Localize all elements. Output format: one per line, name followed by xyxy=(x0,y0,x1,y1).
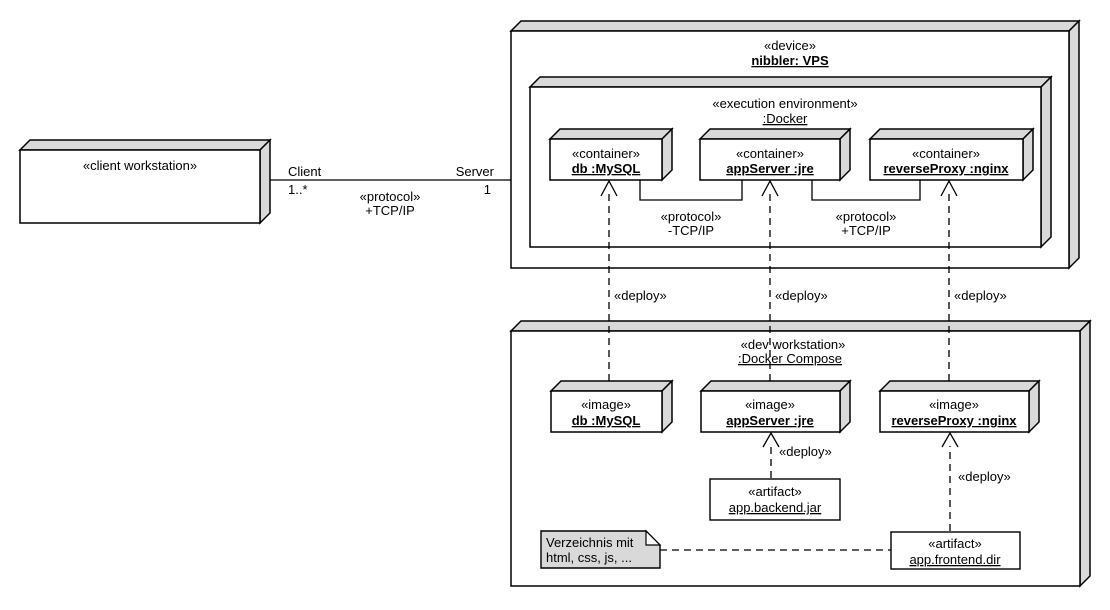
node-front-face xyxy=(550,390,663,433)
protocol-link2-label: +TCP/IP xyxy=(841,223,891,238)
deploy-arrowhead-backend xyxy=(762,431,780,448)
deploy-label-backend: «deploy» xyxy=(779,444,832,459)
node-top-face xyxy=(509,320,1092,332)
node-side-face xyxy=(661,127,673,182)
node-top-face xyxy=(878,380,1041,392)
execution-env-stereotype: «execution environment» xyxy=(712,96,857,111)
container-reverseproxy-node xyxy=(868,127,1035,182)
node-side-face xyxy=(1028,379,1040,434)
container-appserver-name: appServer :jre xyxy=(726,161,813,176)
association-client-role: Client xyxy=(288,164,322,179)
association-protocol-stereotype: «protocol» xyxy=(360,189,421,204)
node-side-face xyxy=(839,379,851,434)
deploy-label-db: «deploy» xyxy=(614,288,667,303)
deploy-arrowhead-appserver xyxy=(761,179,779,197)
node-top-face xyxy=(698,128,852,140)
image-db-name: db :MySQL xyxy=(572,413,641,428)
artifact-backend-stereotype: «artifact» xyxy=(748,484,801,499)
image-db-stereotype: «image» xyxy=(581,397,631,412)
node-top-face xyxy=(18,139,272,151)
artifact-backend-name: app.backend.jar xyxy=(729,500,822,515)
artifact-frontend-stereotype: «artifact» xyxy=(928,536,981,551)
protocol-link-appserver-reverseproxy xyxy=(811,180,921,201)
client-workstation-node xyxy=(18,138,272,225)
image-appserver-node xyxy=(699,379,852,434)
protocol-link1-label: -TCP/IP xyxy=(668,223,714,238)
node-side-face xyxy=(839,127,851,182)
node-front-face xyxy=(869,138,1024,181)
association-server-multiplicity: 1 xyxy=(484,182,491,197)
image-reverseproxy-node xyxy=(878,379,1041,434)
deploy-arrowhead-reverseproxy xyxy=(940,179,958,197)
image-db-node xyxy=(549,379,674,434)
deploy-label-frontend: «deploy» xyxy=(958,469,1011,484)
dev-workstation-name: :Docker Compose xyxy=(738,351,842,366)
image-appserver-stereotype: «image» xyxy=(745,397,795,412)
artifact-backend-node xyxy=(709,478,841,521)
association-server-role: Server xyxy=(456,164,495,179)
protocol-link2-stereotype: «protocol» xyxy=(836,209,897,224)
deploy-arrowhead-db xyxy=(600,179,618,197)
client-workstation-stereotype: «client workstation» xyxy=(83,158,197,173)
image-reverseproxy-stereotype: «image» xyxy=(929,397,979,412)
device-stereotype: «device» xyxy=(764,38,816,53)
artifact-frontend-node xyxy=(890,531,1021,570)
device-name: nibbler: VPS xyxy=(751,53,829,68)
node-side-face xyxy=(1068,19,1080,270)
node-front-face xyxy=(700,390,841,433)
container-appserver-stereotype: «container» xyxy=(736,146,804,161)
node-top-face xyxy=(868,128,1035,140)
node-front-face xyxy=(879,390,1030,433)
note-body xyxy=(540,530,661,569)
node-top-face xyxy=(548,128,674,140)
association-client-multiplicity: 1..* xyxy=(288,182,308,197)
deploy-label-reverseproxy: «deploy» xyxy=(954,288,1007,303)
node-side-face xyxy=(1022,127,1034,182)
container-db-node xyxy=(548,127,674,182)
node-side-face xyxy=(1079,319,1091,588)
node-front-face xyxy=(19,149,261,224)
node-front-face xyxy=(549,138,663,181)
note xyxy=(540,529,662,569)
association-protocol-label: +TCP/IP xyxy=(365,203,415,218)
container-db-name: db :MySQL xyxy=(572,161,641,176)
node-side-face xyxy=(661,379,673,434)
deploy-label-appserver: «deploy» xyxy=(775,288,828,303)
note-text-line1: Verzeichnis mit xyxy=(546,535,634,550)
deploy-arrowhead-frontend xyxy=(941,431,959,448)
note-fold xyxy=(645,529,662,546)
dev-workstation-stereotype: «dev workstation» xyxy=(741,337,846,352)
container-appserver-node xyxy=(698,127,852,182)
container-db-stereotype: «container» xyxy=(572,146,640,161)
node-top-face xyxy=(509,20,1081,32)
note-text-line2: html, css, js, ... xyxy=(546,550,632,565)
container-reverseproxy-name: reverseProxy :nginx xyxy=(883,161,1009,176)
execution-env-name: :Docker xyxy=(763,111,808,126)
container-reverseproxy-stereotype: «container» xyxy=(912,146,980,161)
protocol-link-db-appserver xyxy=(639,180,743,201)
image-reverseproxy-name: reverseProxy :nginx xyxy=(891,413,1017,428)
artifact-frontend-name: app.frontend.dir xyxy=(909,552,1001,567)
node-side-face xyxy=(259,138,271,225)
node-top-face xyxy=(699,380,852,392)
protocol-link1-stereotype: «protocol» xyxy=(661,209,722,224)
node-top-face xyxy=(549,380,674,392)
node-top-face xyxy=(528,76,1053,88)
node-side-face xyxy=(1040,75,1052,249)
image-appserver-name: appServer :jre xyxy=(726,413,813,428)
node-front-face xyxy=(699,138,841,181)
